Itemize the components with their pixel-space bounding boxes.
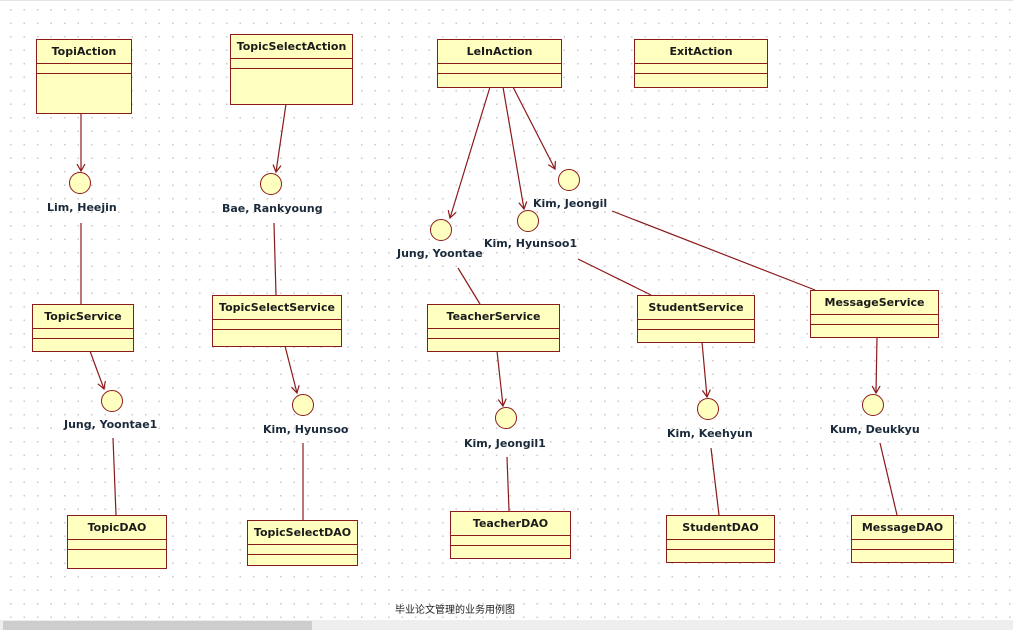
class-operations-compartment [667,550,774,562]
class-name: TopicSelectDAO [248,521,357,545]
class-attributes-compartment [213,320,341,330]
interface-label: Kim, Jeongil [533,197,608,210]
interface-icon[interactable] [260,173,282,195]
class-name: TopicService [33,305,133,329]
dependency-arrow[interactable] [502,86,528,211]
class-attributes-compartment [438,64,561,74]
class-topic-dao[interactable]: TopicDAO [67,515,167,569]
class-name: TopicSelectService [213,296,341,320]
class-topic-select-dao[interactable]: TopicSelectDAO [247,520,358,566]
dependency-arrow[interactable] [272,103,287,174]
dependency-arrow[interactable] [284,345,300,395]
class-name: StudentDAO [667,516,774,540]
dependency-arrow[interactable] [496,350,507,408]
class-attributes-compartment [231,59,352,69]
class-attributes-compartment [428,329,559,339]
class-operations-compartment [213,330,341,346]
class-attributes-compartment [811,315,938,325]
class-name: TopicDAO [68,516,166,540]
class-attributes-compartment [248,545,357,555]
class-teacher-dao[interactable]: TeacherDAO [450,511,571,559]
interface-label: Kim, Keehyun [667,427,753,440]
dependency-arrow[interactable] [512,86,556,171]
class-topic-service[interactable]: TopicService [32,304,134,352]
class-operations-compartment [428,339,559,351]
class-operations-compartment [451,546,570,558]
class-name: StudentService [638,296,754,320]
class-name: TeacherService [428,305,559,329]
class-attributes-compartment [451,536,570,546]
class-operations-compartment [635,74,767,87]
realization-line[interactable] [506,456,510,512]
realization-line[interactable] [112,437,117,516]
class-attributes-compartment [635,64,767,74]
interface-icon[interactable] [69,172,91,194]
class-name: ExitAction [635,40,767,64]
realization-line[interactable] [457,267,481,305]
class-operations-compartment [248,555,357,565]
class-operations-compartment [231,69,352,104]
interface-label: Kim, Hyunsoo1 [484,237,578,250]
interface-icon[interactable] [862,394,884,416]
class-name: TeacherDAO [451,512,570,536]
interface-label: Jung, Yoontae [397,247,483,260]
dependency-arrow[interactable] [871,336,881,395]
class-student-dao[interactable]: StudentDAO [666,515,775,563]
class-attributes-compartment [638,320,754,330]
class-message-service[interactable]: MessageService [810,290,939,338]
interface-label: Lim, Heejin [47,201,117,214]
interface-icon[interactable] [517,210,539,232]
interface-label: Jung, Yoontae1 [64,418,158,431]
interface-icon[interactable] [292,394,314,416]
realization-line[interactable] [273,222,277,296]
interface-label: Kim, Hyunsoo [263,423,349,436]
dependency-arrow[interactable] [701,341,711,399]
interface-label: Kim, Jeongil1 [464,437,546,450]
dependency-arrow[interactable] [447,86,491,220]
realization-line[interactable] [577,258,652,296]
class-attributes-compartment [33,329,133,339]
class-name: MessageService [811,291,938,315]
class-attributes-compartment [852,540,953,550]
class-attributes-compartment [37,64,131,74]
class-name: TopicSelectAction [231,35,352,59]
class-operations-compartment [68,550,166,568]
class-operations-compartment [852,550,953,562]
realization-line[interactable] [879,442,898,516]
class-topic-select-action[interactable]: TopicSelectAction [230,34,353,105]
class-exit-action[interactable]: ExitAction [634,39,768,88]
interface-icon[interactable] [495,407,517,429]
horizontal-scrollbar[interactable] [0,620,1013,630]
realization-line[interactable] [710,447,720,516]
class-operations-compartment [33,339,133,351]
realization-line[interactable] [611,210,816,291]
interface-icon[interactable] [558,169,580,191]
interface-icon[interactable] [430,219,452,241]
class-name: LeInAction [438,40,561,64]
interface-label: Bae, Rankyoung [222,202,323,215]
class-teacher-service[interactable]: TeacherService [427,304,560,352]
scrollbar-thumb[interactable] [3,621,312,630]
class-operations-compartment [37,74,131,113]
class-topic-select-service[interactable]: TopicSelectService [212,295,342,347]
interface-icon[interactable] [697,398,719,420]
class-name: TopiAction [37,40,131,64]
interface-icon[interactable] [101,390,123,412]
class-message-dao[interactable]: MessageDAO [851,515,954,563]
class-topi-action[interactable]: TopiAction [36,39,132,114]
class-attributes-compartment [667,540,774,550]
class-lein-action[interactable]: LeInAction [437,39,562,88]
class-name: MessageDAO [852,516,953,540]
class-operations-compartment [638,330,754,342]
class-operations-compartment [811,325,938,337]
interface-label: Kum, Deukkyu [830,423,920,436]
class-operations-compartment [438,74,561,87]
class-attributes-compartment [68,540,166,550]
class-student-service[interactable]: StudentService [637,295,755,343]
dependency-arrow[interactable] [89,350,106,391]
diagram-caption: 毕业论文管理的业务用例图 [395,605,515,616]
